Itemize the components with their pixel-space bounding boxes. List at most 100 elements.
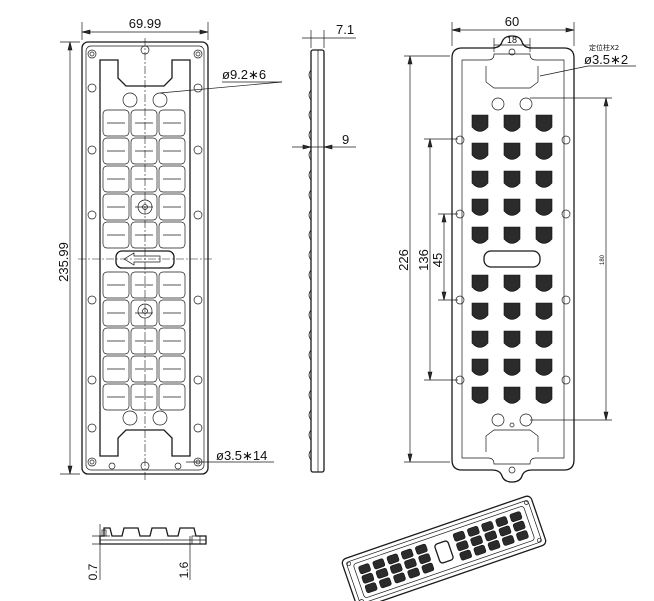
- iso-lens: [415, 543, 428, 555]
- iso-lens: [407, 567, 420, 579]
- dim-section-b: 1.6: [177, 561, 191, 578]
- front-dimensions: 69.99 235.99 ø9.2∗6 ø3.5∗14: [56, 16, 283, 475]
- lens-cell: [102, 327, 130, 355]
- lens-cell: [102, 193, 130, 221]
- side-profile: [310, 49, 325, 473]
- front-inner-outline: [99, 59, 191, 457]
- lens-element: [535, 198, 553, 216]
- lens-cell: [130, 109, 158, 137]
- lens-element: [503, 226, 521, 244]
- lens-cell: [102, 165, 130, 193]
- iso-lens: [473, 544, 487, 556]
- lens-element: [471, 358, 489, 376]
- lens-element: [535, 386, 553, 404]
- front-lens-grid-top: [102, 109, 186, 249]
- dim-section-a: 0.7: [86, 563, 100, 580]
- dim-right-h136: 136: [416, 249, 431, 271]
- dim-right-height: 226: [396, 249, 411, 271]
- lens-element: [471, 330, 489, 348]
- lens-cell: [158, 383, 186, 411]
- iso-lens: [456, 540, 469, 551]
- lens-cell: [158, 327, 186, 355]
- iso-lens: [509, 511, 523, 522]
- iso-lens: [364, 582, 378, 593]
- lens-element: [535, 142, 553, 160]
- front-lens-grid-bottom: [102, 271, 186, 411]
- lens-cell: [130, 383, 158, 411]
- iso-lens: [516, 530, 529, 541]
- back-top-notch: [485, 66, 539, 89]
- lens-cell: [102, 383, 130, 411]
- iso-lens-array: [358, 511, 529, 593]
- lens-element: [535, 170, 553, 188]
- dim-right-hole: ø3.5∗2: [584, 52, 628, 67]
- lens-element: [503, 274, 521, 292]
- lens-cell: [130, 327, 158, 355]
- lens-cell: [158, 221, 186, 249]
- dim-right-inner: 18: [507, 35, 517, 45]
- lens-cell: [130, 193, 158, 221]
- lens-cell: [102, 137, 130, 165]
- iso-lens: [418, 553, 431, 565]
- lens-element: [471, 302, 489, 320]
- back-dimensions: 60 18 定位柱X2 ø3.5∗2 226 136 45 180: [396, 14, 636, 463]
- iso-lens: [389, 563, 403, 574]
- section-view: 0.7 1.6: [86, 524, 207, 580]
- locating-pin-note: 定位柱X2: [589, 43, 619, 52]
- iso-center-slot: [434, 540, 454, 564]
- lens-element: [503, 142, 521, 160]
- dim-hole-large: ø9.2∗6: [222, 67, 266, 82]
- back-lens-array-bottom: [471, 274, 553, 404]
- iso-lens: [501, 535, 515, 546]
- iso-lens: [421, 562, 435, 574]
- dim-right-h45: 45: [430, 253, 445, 267]
- iso-lens: [361, 572, 375, 584]
- iso-lens: [487, 540, 501, 551]
- lens-cell: [102, 355, 130, 383]
- iso-lens: [386, 553, 400, 565]
- lens-element: [503, 302, 521, 320]
- back-lens-array-top: [471, 114, 553, 244]
- lens-element: [535, 302, 553, 320]
- iso-lens: [375, 567, 389, 579]
- lens-element: [535, 330, 553, 348]
- lens-element: [535, 358, 553, 376]
- side-lens-bumps: [308, 69, 312, 461]
- iso-lens: [452, 530, 466, 542]
- iso-lens: [470, 535, 483, 547]
- lens-cell: [130, 165, 158, 193]
- iso-lens: [404, 558, 417, 569]
- lens-element: [503, 198, 521, 216]
- iso-lens: [467, 525, 480, 537]
- lens-cell: [158, 299, 186, 327]
- back-holes: [455, 48, 571, 474]
- dim-side-thickness: 7.1: [336, 22, 354, 37]
- lens-element: [503, 330, 521, 348]
- iso-lens: [484, 530, 498, 542]
- dim-width-total: 69.99: [129, 16, 162, 31]
- back-view: [451, 35, 575, 483]
- front-corner-holes: [87, 45, 203, 471]
- lens-cell: [130, 221, 158, 249]
- side-view: 7.1 9: [292, 22, 356, 473]
- iso-lens: [481, 521, 494, 532]
- iso-lens: [495, 516, 508, 527]
- lens-cell: [102, 271, 130, 299]
- iso-lens: [400, 548, 414, 560]
- section-profile: [99, 527, 207, 545]
- dim-side-step: 9: [342, 132, 349, 147]
- lens-element: [503, 358, 521, 376]
- iso-lens: [459, 549, 472, 561]
- iso-lens: [372, 558, 386, 570]
- lens-element: [471, 274, 489, 292]
- back-inner-outline: [461, 53, 565, 465]
- lens-element: [471, 386, 489, 404]
- lens-cell: [130, 299, 158, 327]
- iso-lens: [379, 577, 392, 589]
- lens-element: [503, 170, 521, 188]
- lens-cell: [158, 137, 186, 165]
- lens-element: [535, 274, 553, 292]
- dim-height-total: 235.99: [56, 242, 71, 282]
- lens-element: [471, 198, 489, 216]
